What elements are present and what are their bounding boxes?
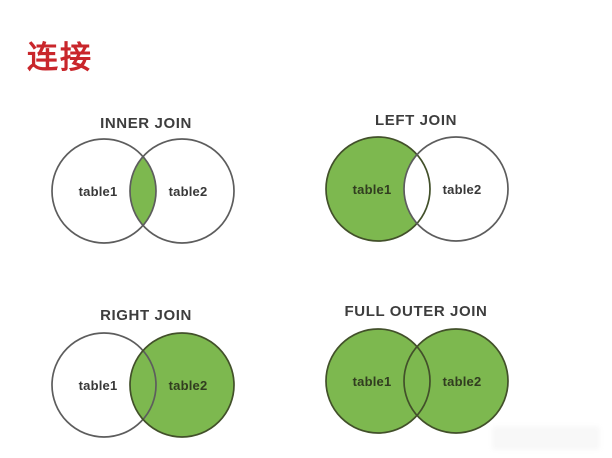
diagram-title: INNER JOIN xyxy=(100,115,192,132)
diagram-title: RIGHT JOIN xyxy=(100,307,192,324)
diagram-right-join: RIGHT JOIN table1 table2 xyxy=(22,292,272,447)
right-circle xyxy=(404,329,508,433)
left-circle-label: table1 xyxy=(353,374,392,389)
left-circle-label: table1 xyxy=(353,182,392,197)
left-circle-outline xyxy=(51,332,157,438)
right-circle xyxy=(404,137,508,241)
faint-watermark xyxy=(492,426,600,450)
page-title: 连接 xyxy=(27,40,93,75)
right-circle xyxy=(130,139,234,243)
diagram-title: LEFT JOIN xyxy=(375,112,457,129)
left-circle xyxy=(326,329,430,433)
left-circle-outline xyxy=(325,328,431,434)
full-outer-join-venn: FULL OUTER JOIN table1 table2 xyxy=(325,303,509,434)
diagram-inner-join: INNER JOIN table1 table2 xyxy=(22,100,272,255)
right-circle-label: table2 xyxy=(443,374,482,389)
right-circle-outline xyxy=(403,136,509,242)
right-circle-outline xyxy=(129,138,235,244)
right-circle-label: table2 xyxy=(169,184,208,199)
diagram-full-outer-join: FULL OUTER JOIN table1 table2 xyxy=(296,290,546,445)
right-circle-label: table2 xyxy=(169,378,208,393)
right-join-venn: RIGHT JOIN table1 table2 xyxy=(51,307,235,438)
left-circle-outline xyxy=(325,136,431,242)
left-join-venn: LEFT JOIN table1 table2 xyxy=(325,112,509,242)
left-circle xyxy=(326,137,430,241)
diagram-title: FULL OUTER JOIN xyxy=(345,303,488,320)
left-circle-label: table1 xyxy=(79,378,118,393)
right-circle-outline xyxy=(129,332,235,438)
right-circle-outline xyxy=(403,328,509,434)
left-circle xyxy=(52,333,156,437)
left-circle-label: table1 xyxy=(79,184,118,199)
right-circle-label: table2 xyxy=(443,182,482,197)
right-circle xyxy=(130,333,234,437)
diagram-left-join: LEFT JOIN table1 table2 xyxy=(296,98,546,253)
left-circle xyxy=(52,139,156,243)
left-circle-outline xyxy=(51,138,157,244)
inner-join-venn: INNER JOIN table1 table2 xyxy=(51,115,235,244)
